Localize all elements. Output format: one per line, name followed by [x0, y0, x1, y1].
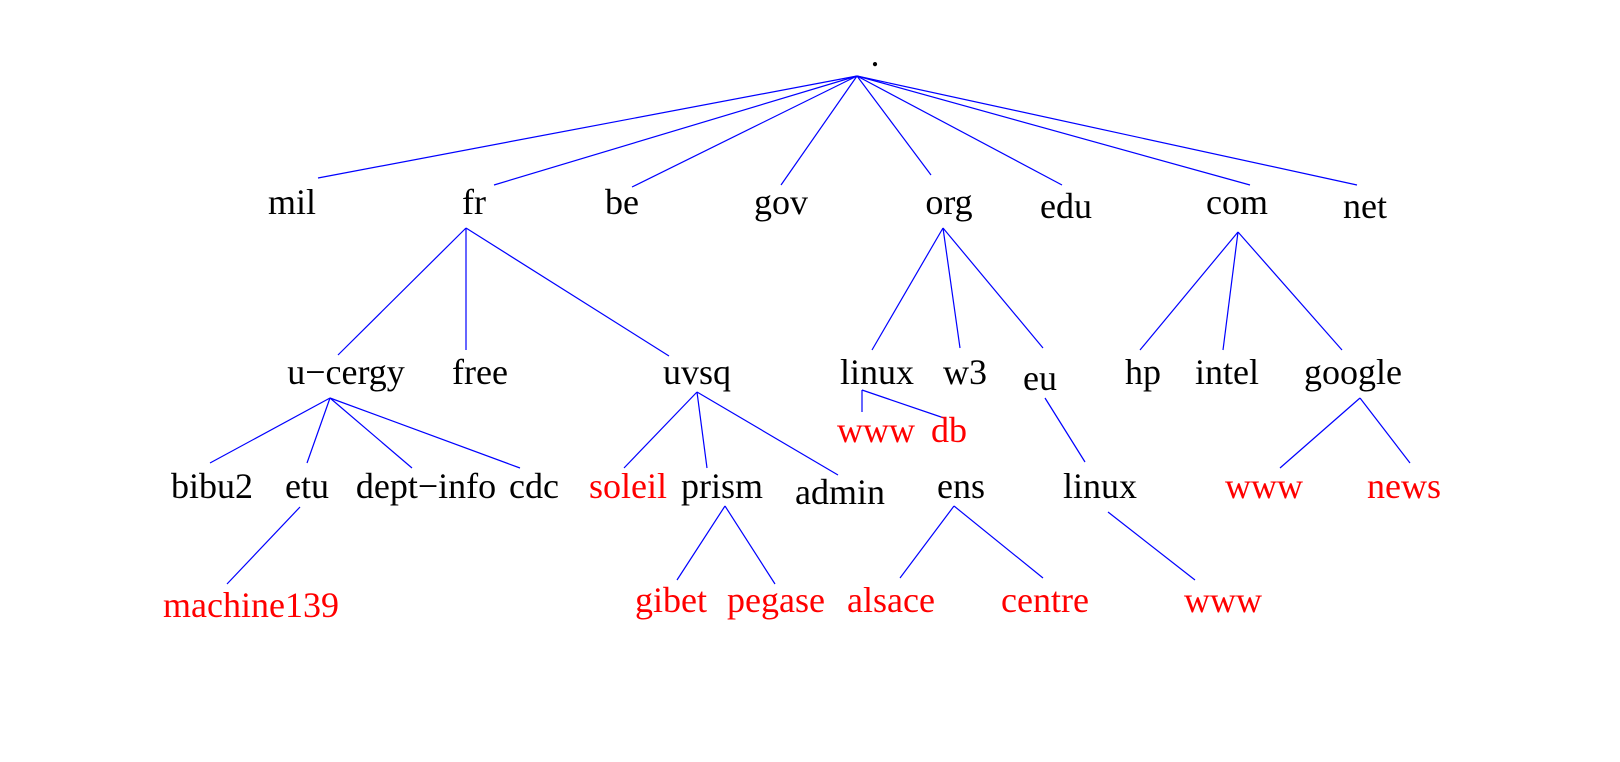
- node-label-bibu2: bibu2: [171, 466, 253, 506]
- edge-uvsq-admin: [696, 391, 839, 476]
- node-label-edu: edu: [1040, 186, 1092, 226]
- edge-prism-pegase: [724, 505, 776, 585]
- node-label-ens: ens: [937, 466, 985, 506]
- edge-prism-gibet: [676, 505, 726, 581]
- node-label-alsace: alsace: [847, 580, 935, 620]
- edge-root-edu: [856, 75, 1063, 186]
- edge-com-intel: [1222, 231, 1239, 351]
- edge-google-news: [1359, 397, 1411, 464]
- node-label-linux-org: linux: [840, 352, 914, 392]
- node-label-pegase: pegase: [727, 580, 825, 620]
- node-label-www-linux: www: [837, 410, 915, 450]
- edge-root-org: [856, 75, 932, 176]
- node-label-prism: prism: [681, 466, 763, 506]
- node-label-fr: fr: [462, 182, 486, 222]
- node-label-free: free: [452, 352, 508, 392]
- edge-com-google: [1237, 231, 1343, 351]
- node-label-machine139: machine139: [163, 585, 339, 625]
- edge-etu-machine139: [226, 506, 301, 585]
- edge-root-be: [631, 75, 858, 188]
- node-label-deptinfo: dept−info: [356, 466, 496, 506]
- labels-layer: . mil fr be gov org edu com net u−cergy free uvsq li…: [163, 34, 1441, 625]
- edge-linux_eu-www_eu: [1107, 511, 1196, 581]
- edge-uvsq-prism: [696, 391, 708, 469]
- node-label-soleil: soleil: [589, 466, 667, 506]
- edge-ucergy-etu: [306, 397, 331, 464]
- root-node-label: .: [871, 34, 880, 74]
- edge-eu-linux_eu: [1044, 397, 1086, 463]
- node-label-admin: admin: [795, 472, 885, 512]
- node-label-gov: gov: [754, 182, 808, 222]
- edge-uvsq-soleil: [623, 391, 698, 469]
- edge-org-w3: [942, 227, 961, 349]
- edges-layer: [209, 75, 1411, 585]
- edge-root-fr: [493, 75, 858, 186]
- node-label-google: google: [1304, 352, 1402, 392]
- edge-ucergy-deptinfo: [329, 397, 413, 469]
- node-label-uvsq: uvsq: [663, 352, 731, 392]
- edge-ens-centre: [953, 505, 1044, 579]
- edge-google-www_google: [1279, 397, 1361, 469]
- edge-linux_org-db: [861, 389, 945, 419]
- node-label-org: org: [925, 182, 972, 222]
- node-label-db: db: [931, 410, 967, 450]
- edge-root-mil: [317, 75, 858, 179]
- node-label-linux-eu: linux: [1063, 466, 1137, 506]
- edge-org-eu: [942, 227, 1044, 349]
- edge-fr-uvsq: [465, 227, 670, 357]
- node-label-news: news: [1367, 466, 1441, 506]
- edge-com-hp: [1139, 231, 1239, 351]
- node-label-www-google: www: [1225, 466, 1303, 506]
- node-label-be: be: [605, 182, 639, 222]
- edge-ucergy-bibu2: [209, 397, 331, 464]
- node-label-ucergy: u−cergy: [287, 352, 405, 392]
- edge-org-linux_org: [871, 227, 944, 351]
- edge-root-com: [856, 75, 1251, 186]
- node-label-intel: intel: [1195, 352, 1259, 392]
- node-label-mil: mil: [268, 182, 316, 222]
- edge-fr-ucergy: [337, 227, 467, 356]
- node-label-www-eu: www: [1184, 580, 1262, 620]
- edge-root-net: [856, 75, 1358, 186]
- node-label-etu: etu: [285, 466, 329, 506]
- node-label-com: com: [1206, 182, 1268, 222]
- edge-root-gov: [780, 75, 858, 186]
- node-label-net: net: [1343, 186, 1387, 226]
- node-label-eu: eu: [1023, 358, 1057, 398]
- node-label-centre: centre: [1001, 580, 1089, 620]
- node-label-cdc: cdc: [509, 466, 559, 506]
- node-label-gibet: gibet: [635, 580, 707, 620]
- node-label-w3: w3: [943, 352, 987, 392]
- edge-ucergy-cdc: [329, 397, 521, 469]
- node-label-hp: hp: [1125, 352, 1161, 392]
- edge-ens-alsace: [899, 505, 955, 579]
